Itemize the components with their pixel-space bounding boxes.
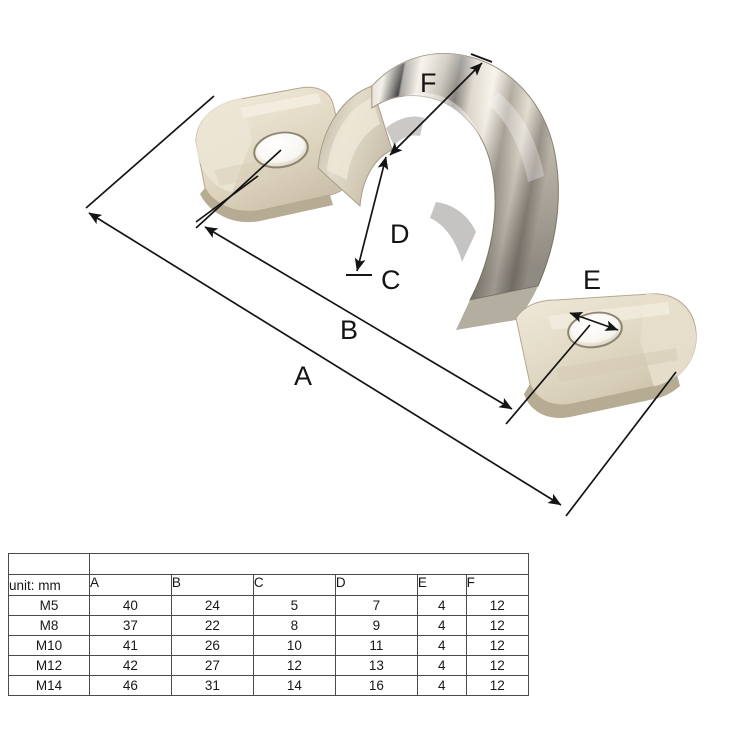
cell-c: 8 <box>252 615 336 636</box>
clamp-body <box>195 53 697 418</box>
row-size-label: M10 <box>8 635 90 656</box>
cell-f: 12 <box>465 595 530 616</box>
leader-left-hole <box>195 149 282 229</box>
cell-f: 12 <box>465 655 530 676</box>
cell-d: 11 <box>334 635 418 656</box>
table-row: M14 46 31 14 16 4 12 <box>8 675 530 696</box>
product-figure: F D C E B A <box>85 53 697 517</box>
cell-f: 12 <box>465 635 530 656</box>
tick-f-top <box>470 53 493 63</box>
row-size-label: M14 <box>8 675 90 696</box>
unit-label-cell: unit: mm <box>8 574 90 596</box>
cell-b: 31 <box>170 675 254 696</box>
dim-label-b: B <box>340 315 358 345</box>
top-band-blank-cell <box>8 553 90 575</box>
cell-d: 13 <box>334 655 418 676</box>
table-row: M5 40 24 5 7 4 12 <box>8 595 530 616</box>
cell-a: 46 <box>88 675 172 696</box>
top-band-span-cell <box>88 553 530 575</box>
dim-label-f: F <box>420 68 437 98</box>
ext-line-a-left <box>85 95 215 209</box>
row-size-label: M12 <box>8 655 90 676</box>
cell-e: 4 <box>416 635 467 656</box>
dim-label-c: C <box>381 265 401 295</box>
cell-c: 10 <box>252 635 336 656</box>
cell-a: 42 <box>88 655 172 676</box>
column-header-f: F <box>465 574 530 596</box>
table-header-row: unit: mm A B C D E F <box>8 574 530 596</box>
dim-line-e <box>569 311 619 331</box>
cell-c: 12 <box>252 655 336 676</box>
cell-c: 14 <box>252 675 336 696</box>
cell-b: 27 <box>170 655 254 676</box>
row-size-label: M5 <box>8 595 90 616</box>
dim-label-a: A <box>294 361 312 391</box>
cell-b: 24 <box>170 595 254 616</box>
dim-label-d: D <box>390 219 410 249</box>
column-header-c: C <box>252 574 336 596</box>
right-flange <box>515 293 697 418</box>
dim-line-f <box>389 62 483 156</box>
cell-a: 37 <box>88 615 172 636</box>
cell-d: 9 <box>334 615 418 636</box>
dimension-annotations <box>85 53 677 517</box>
cell-a: 40 <box>88 595 172 616</box>
table-row: M12 42 27 12 13 4 12 <box>8 655 530 676</box>
table-top-band-row <box>8 553 530 575</box>
ext-line-a-right <box>565 371 677 517</box>
cell-d: 7 <box>334 595 418 616</box>
specification-table: unit: mm A B C D E F M5 40 24 5 7 4 12 <box>8 553 530 696</box>
left-flange <box>195 86 352 223</box>
column-header-d: D <box>334 574 418 596</box>
cell-e: 4 <box>416 655 467 676</box>
dim-line-d <box>354 156 389 272</box>
row-size-label: M8 <box>8 615 90 636</box>
cell-e: 4 <box>416 675 467 696</box>
cell-d: 16 <box>334 675 418 696</box>
cell-f: 12 <box>465 675 530 696</box>
dim-line-b <box>204 226 513 410</box>
table-row: M10 41 26 10 11 4 12 <box>8 635 530 656</box>
column-header-b: B <box>170 574 254 596</box>
column-header-e: E <box>416 574 467 596</box>
cell-b: 26 <box>170 635 254 656</box>
dimension-label-group: F D C E B A <box>294 68 601 391</box>
table-row: M8 37 22 8 9 4 12 <box>8 615 530 636</box>
column-header-a: A <box>88 574 172 596</box>
cell-a: 41 <box>88 635 172 656</box>
cell-e: 4 <box>416 615 467 636</box>
leader-right-hole <box>505 324 591 425</box>
dim-label-e: E <box>583 265 601 295</box>
cell-b: 22 <box>170 615 254 636</box>
cell-e: 4 <box>416 595 467 616</box>
cell-f: 12 <box>465 615 530 636</box>
spec-table-container: unit: mm A B C D E F M5 40 24 5 7 4 12 <box>8 553 530 696</box>
cell-c: 5 <box>252 595 336 616</box>
